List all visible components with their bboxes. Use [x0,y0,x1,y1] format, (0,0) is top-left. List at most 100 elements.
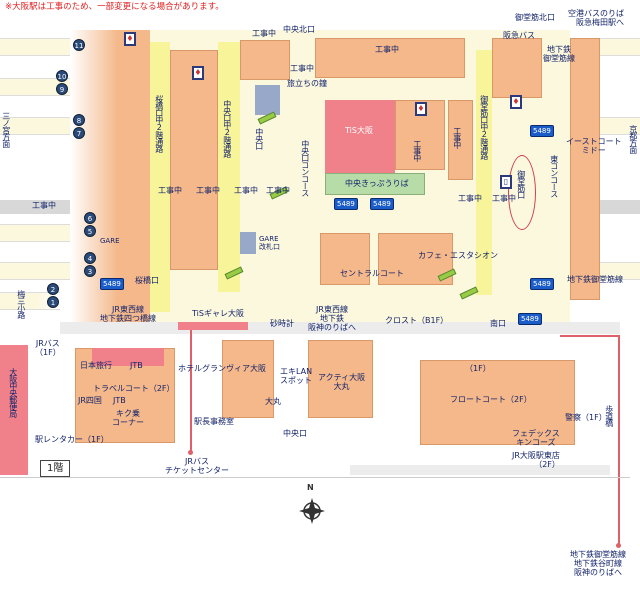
east-concourse-label: 東コンコース [549,155,559,197]
construction-label: 工事中 [266,186,290,195]
gate-area [255,85,280,115]
platform-track [600,38,640,56]
restroom-icon: ♦ [415,102,427,116]
construction-label: 工事中 [252,29,276,38]
platform-2: 2 [47,283,59,295]
track [600,200,640,214]
gare-gate-label: GARE 改札口 [259,235,280,251]
leader-line [190,330,192,452]
clock-label: 砂時計 [270,319,294,328]
acty-block [308,340,373,418]
fare-card-sign: 5489 [370,198,394,210]
station-office-label: 駅長事務室 [194,417,234,426]
central-passage-label: 中央口中2階通路 [222,100,232,157]
block [170,50,218,270]
construction-label: 工事中 [158,186,182,195]
sakurabashi-gate-label: 桜橋口 [135,276,159,285]
block [240,40,290,80]
hotel-block [222,340,274,418]
platform-8: 8 [73,114,85,126]
north-block [315,38,465,78]
construction-label: 工事中 [290,64,314,73]
jtb-label: JTB [130,361,143,370]
fare-card-sign: 5489 [530,125,554,137]
locker-icon: ▯ [500,175,512,189]
central-concourse-label: 中央口コンコース [300,140,310,196]
platform-5: 5 [84,225,96,237]
construction-label: 工事中 [196,186,220,195]
sakurabashi-passage [150,42,170,312]
subway-midosuji-label: 地下鉄御堂筋線 [567,275,623,284]
restroom-icon: ♦ [510,95,522,109]
midosuji-gate-label: 御堂筋口 [516,170,526,198]
rental-car-label: 駅レンタカー（1F） [35,435,109,444]
gare-label: GARE [100,237,120,245]
platform-7: 7 [73,127,85,139]
construction-label: 工事中 [458,194,482,203]
post-office [0,345,28,475]
road [350,465,610,475]
construction-label: 工事中 [375,45,399,54]
construction-label: 工事中 [452,127,462,148]
restroom-icon: ♦ [124,32,136,46]
jr-shikoku-label: JR四国 [78,396,102,405]
midosuji-north-gate: 御堂筋北口 [515,13,555,22]
central-ticket-office-label: 中央きっぷうりば [345,179,409,188]
leader-line [560,335,620,337]
east-court [570,38,600,300]
platform-3: 3 [84,265,96,277]
lan-spot-label: エキLAN スポット [280,367,313,385]
f1-label: （1F） [465,364,491,373]
travel-court-label: トラベルコート（2F） [93,384,175,393]
fedex-label: フェデックス キンコーズ [512,429,560,447]
platform-9: 9 [56,83,68,95]
construction-label: 工事中 [32,201,56,210]
midosuji-gate-highlight [508,155,536,230]
notice: ※大阪駅は工事のため、一部変更になる場合があります。 [5,2,224,12]
platform-1: 1 [47,296,59,308]
subway-midosuji-north: 地下鉄 御堂筋線 [543,45,575,63]
jr-bus-label: JRバス （1F） [35,339,61,357]
tis-osaka[interactable] [325,100,395,173]
jtb2-label: JTB [113,396,126,405]
post-office-label: 大阪中央郵便局 [8,368,18,417]
fare-card-sign: 5489 [518,313,542,325]
platform-6: 6 [84,212,96,224]
platform-11: 11 [73,39,85,51]
pedestrian-bridge-label: 歩道橋 [604,405,614,426]
fare-card-sign: 5489 [334,198,358,210]
nippon-travel[interactable] [92,348,164,366]
tis-gallery[interactable] [178,322,248,330]
jr-tozai-label: JR東西線 地下鉄四つ橋線 [100,305,156,323]
front-court-label: フロートコート（2F） [450,395,532,404]
compass-north: N [307,483,314,492]
construction-label: 工事中 [412,140,422,161]
police-label: 警察（1F） [565,413,607,422]
restroom-icon: ♦ [192,66,204,80]
east-court-label: イーストコート ミドー [566,137,622,155]
block [492,38,542,98]
construction-label: 工事中 [492,194,516,203]
nippon-travel-label: 日本旅行 [80,361,112,370]
jr-tozai-hanshin-label: JR東西線 地下鉄 阪神のりばへ [308,305,356,332]
hankyu-bus: 阪急バス [503,31,535,40]
bus-ticket-center-label: JRバス チケットセンター [165,457,229,475]
leader-line [618,335,620,545]
acty-label: アクティ大阪 大丸 [318,373,366,391]
front-court [420,360,575,445]
cafe-label: カフェ・エスタシオン [418,251,498,260]
west-area [70,30,150,325]
block [448,100,473,180]
gare-gate [240,232,256,254]
crost-label: クロスト（B1F） [385,316,449,325]
central-gate-south-label: 中央口 [283,429,307,438]
platform-track [600,117,640,135]
fare-card-sign: 5489 [530,278,554,290]
platform-track [0,292,60,310]
subway-bottom-label: 地下鉄御堂筋線 地下鉄谷町線 阪神のりばへ [570,550,626,577]
central-ticket-office[interactable] [325,173,425,195]
sakurabashi-passage-label: 桜橋口中2階通路 [154,95,164,152]
daimaru-label: 大丸 [265,397,281,406]
kyoto-direction: 京都方面 [628,125,638,153]
hotel-label: ホテルグランヴィア大阪 [178,364,266,373]
